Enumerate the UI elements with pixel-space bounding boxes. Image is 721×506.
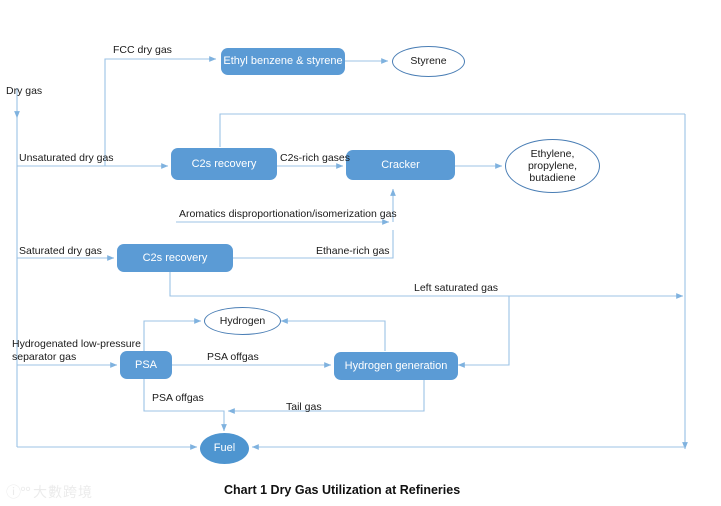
edge-label-ethane-rich-gas: Ethane-rich gas [316,245,390,257]
node-label: C2s recovery [191,157,257,170]
node-hydrogen-generation[interactable]: Hydrogen generation [334,352,458,380]
watermark: ⓘ°° 大數跨境 [6,481,93,502]
wire-left-saturated-gas [169,272,684,299]
node-cracker[interactable]: Cracker [346,150,455,180]
node-ethyl-benzene-styrene[interactable]: Ethyl benzene & styrene [221,48,345,75]
node-ethylene-propylene-butadiene[interactable]: Ethylene, propylene, butadiene [505,139,600,193]
wire-left-saturated-to-hydrogen-gen [457,296,510,368]
wire-hydrogen-gen-to-hydrogen [280,318,386,351]
edge-label-left-saturated-gas: Left saturated gas [414,282,499,294]
edge-label-dry-gas: Dry gas [6,85,43,97]
wire-c2s-top-to-right-trunk [219,113,685,147]
node-c2s-recovery-saturated[interactable]: C2s recovery [117,244,233,272]
edge-label-fcc-dry-gas: FCC dry gas [113,44,172,56]
node-label: Hydrogen [219,314,266,327]
node-label: PSA [134,358,157,371]
node-psa[interactable]: PSA [120,351,172,379]
node-label: Styrene [410,55,447,68]
edge-label-hydrogenated-separator-gas: Hydrogenated low-pressure separator gas [12,338,141,364]
wire-psa-to-hydrogen [143,318,202,352]
node-label: Ethyl benzene & styrene [223,55,343,68]
wire-ethane-rich-gas [233,230,394,259]
edge-label-c2s-rich-gases: C2s-rich gases [280,152,351,164]
edge-label-psa-offgas-bottom: PSA offgas [152,392,204,404]
edge-label-psa-offgas-top: PSA offgas [207,351,259,363]
wire-psa-offgas-to-fuel [143,378,227,432]
node-c2s-recovery-unsaturated[interactable]: C2s recovery [171,148,277,180]
chart-caption: Chart 1 Dry Gas Utilization at Refinerie… [224,483,461,497]
node-label: Ethylene, propylene, butadiene [527,147,578,185]
node-hydrogen[interactable]: Hydrogen [204,307,281,335]
edge-label-unsaturated-dry-gas: Unsaturated dry gas [19,152,114,164]
node-fuel[interactable]: Fuel [200,433,249,464]
edge-label-saturated-dry-gas: Saturated dry gas [19,245,102,257]
node-label: Fuel [213,442,236,455]
watermark-text: 大數跨境 [33,483,93,500]
node-styrene[interactable]: Styrene [392,46,465,77]
node-label: Hydrogen generation [344,359,448,372]
wire-fcc-dry-gas [104,56,217,166]
edge-label-tail-gas: Tail gas [286,401,322,413]
node-label: C2s recovery [142,251,208,264]
node-label: Cracker [381,158,420,171]
edge-label-aromatics-gas: Aromatics disproportionation/isomerizati… [179,208,397,220]
wire-tail-gas [227,379,425,414]
watermark-logo-icon: ⓘ°° [6,484,31,501]
